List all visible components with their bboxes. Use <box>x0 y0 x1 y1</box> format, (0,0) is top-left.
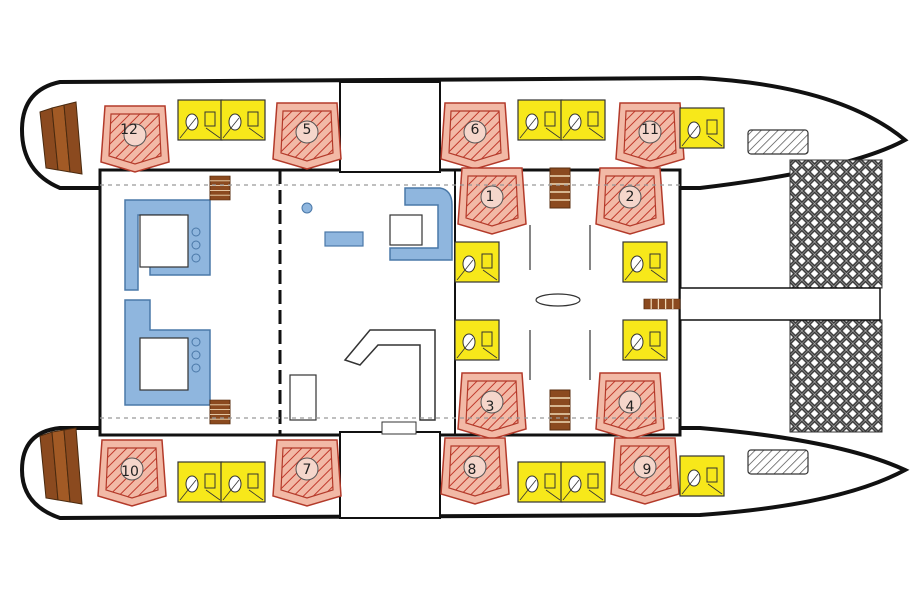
port-trampoline <box>789 159 883 289</box>
cabin-label-8: 8 <box>468 462 477 478</box>
head-port-fwd-1 <box>517 99 563 141</box>
head-port-bow <box>679 107 725 149</box>
head-port-fwd-2 <box>560 99 606 141</box>
galley-counter <box>289 293 581 435</box>
cabin-label-11: 11 <box>641 122 659 138</box>
cabin-label-6: 6 <box>471 122 480 138</box>
starboard-transom-steps <box>39 427 83 505</box>
cabin-label-10: 10 <box>121 464 139 480</box>
saloon-sofa-aft <box>124 199 211 406</box>
cabin-label-9: 9 <box>643 462 652 478</box>
stairs-stbd-fwd <box>549 389 571 431</box>
cabin-12 <box>100 105 170 173</box>
cabin-label-4: 4 <box>626 399 635 415</box>
head-stbd-bow <box>679 455 725 497</box>
head-stbd-aft-1 <box>177 461 223 503</box>
starboard-anchor-locker <box>747 449 809 475</box>
stairs-stbd-aft <box>209 399 231 425</box>
head-cabin-4 <box>622 319 668 361</box>
cabin-label-5: 5 <box>303 122 312 138</box>
port-anchor-locker <box>747 129 809 155</box>
saloon-sofa-forward <box>301 187 453 261</box>
stairs-port-aft <box>209 175 231 201</box>
head-cabin-1 <box>454 241 500 283</box>
port-transom-steps <box>39 101 83 175</box>
head-stbd-fwd-1 <box>517 461 563 503</box>
head-cabin-3 <box>454 319 500 361</box>
cabin-label-12: 12 <box>120 122 138 138</box>
stairs-port-fwd <box>549 167 571 209</box>
cabin-label-3: 3 <box>486 399 495 415</box>
head-port-aft-1 <box>177 99 223 141</box>
corridor-lines <box>100 184 680 419</box>
head-cabin-2 <box>622 241 668 283</box>
head-stbd-aft-2 <box>220 461 266 503</box>
starboard-trampoline <box>789 319 883 433</box>
forward-beam <box>679 287 881 321</box>
stairs-forward-cockpit <box>643 298 681 310</box>
cabin-label-2: 2 <box>626 189 635 205</box>
head-stbd-fwd-2 <box>560 461 606 503</box>
cabin-label-1: 1 <box>486 189 495 205</box>
head-port-aft-2 <box>220 99 266 141</box>
cabin-label-7: 7 <box>303 462 312 478</box>
